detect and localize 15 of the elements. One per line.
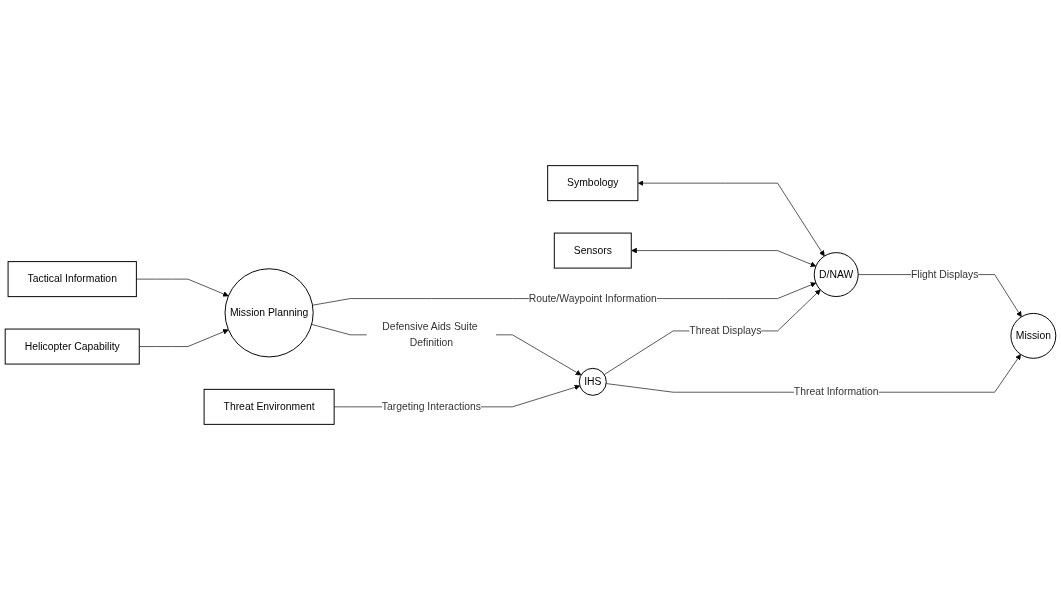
edge-label: Targeting Interactions: [381, 401, 481, 413]
node-circle: IHS: [578, 367, 607, 396]
edge-label: Threat Information: [793, 386, 879, 398]
node-circle: D/NAW: [813, 252, 859, 298]
node-box: Sensors: [553, 232, 632, 269]
edge-label: Defensive Aids Suite Definition: [382, 321, 478, 348]
node-box: Symbology: [547, 165, 639, 202]
edge-label: Route/Waypoint Information: [528, 292, 657, 304]
node-box: Tactical Information: [7, 261, 137, 298]
node-circle: Mission Planning: [224, 268, 314, 358]
edge-label: Threat Displays: [689, 325, 762, 337]
node-box: Helicopter Capability: [4, 328, 140, 365]
node-circle: Mission: [1010, 312, 1057, 359]
node-box: Threat Environment: [203, 388, 335, 425]
edge-label: Flight Displays: [911, 268, 979, 280]
